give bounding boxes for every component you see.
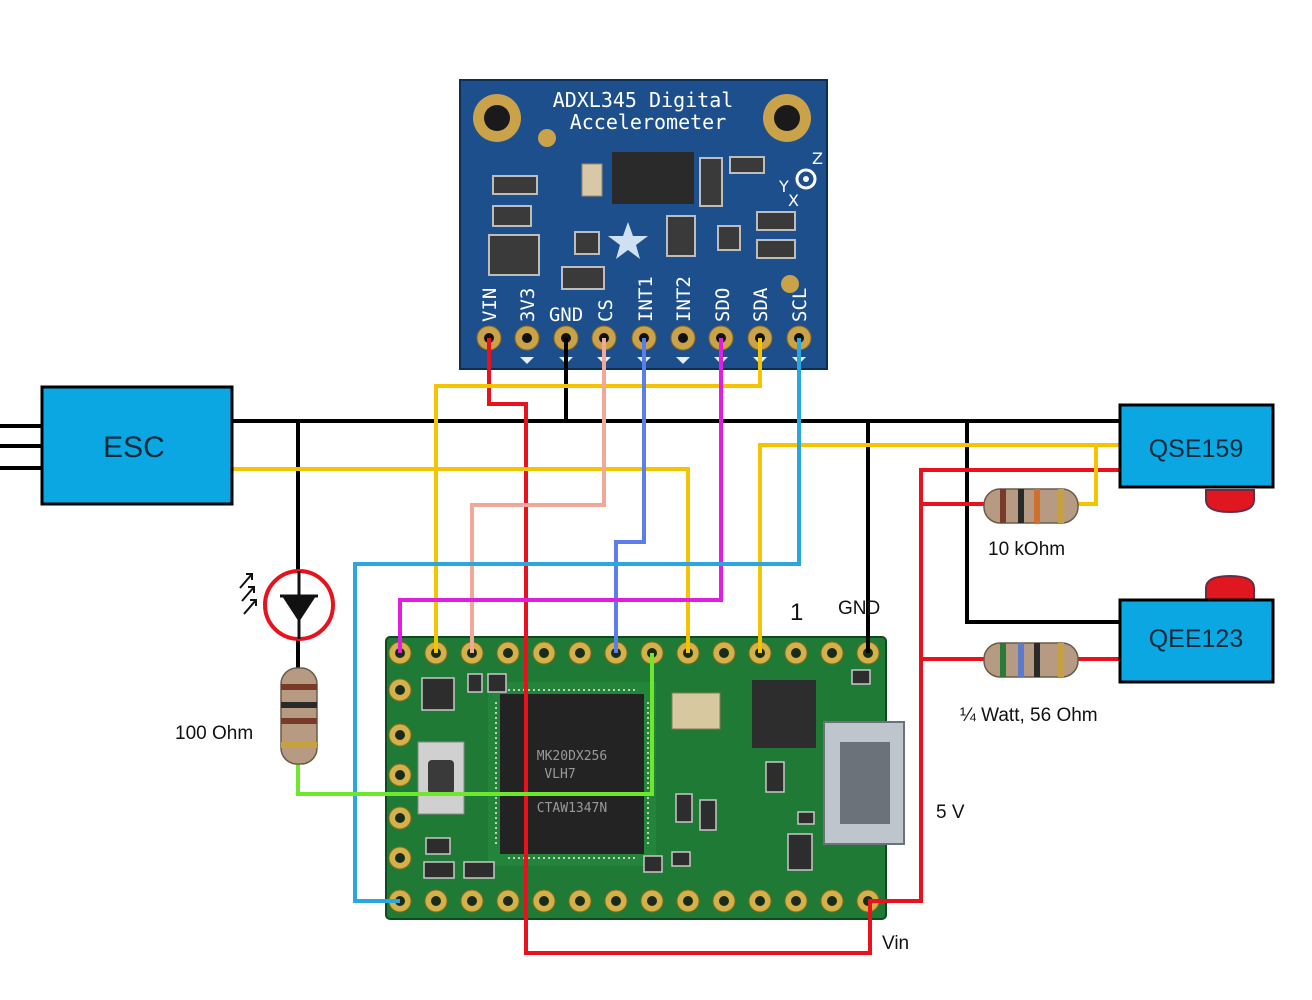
- gnd-label: GND: [838, 598, 880, 619]
- teensy-board: MK20DX256 VLH7 CTAW1347N: [385, 636, 905, 920]
- star-logo-icon: [608, 222, 648, 259]
- resistor-10k: [983, 488, 1079, 524]
- five-volt-label: 5 V: [936, 802, 965, 823]
- mcu-label-line1: MK20DX256: [537, 749, 607, 764]
- pin-one-label: 1: [790, 599, 803, 626]
- int1-wire: [614, 338, 646, 653]
- pin-label-int2: INT2: [673, 276, 695, 322]
- pin-label-sda: SDA: [750, 287, 772, 322]
- adxl-chip: [612, 152, 694, 204]
- secondary-chip: [752, 680, 816, 748]
- light-arrows-icon: [239, 573, 257, 615]
- pin-label-cs: CS: [595, 299, 617, 322]
- qse159-label: QSE159: [1149, 435, 1244, 463]
- resistor-56: [983, 642, 1079, 678]
- qee123-emitter: QEE123: [1118, 574, 1275, 684]
- axis-z-icon: [795, 168, 817, 190]
- pin-label-gnd: GND: [549, 304, 583, 326]
- pin-label-int1: INT1: [635, 276, 657, 322]
- resistor-100-label: 100 Ohm: [175, 723, 253, 744]
- vin-label: Vin: [882, 933, 909, 954]
- axis-y-label: Y: [778, 177, 789, 196]
- qee123-lens: [1205, 574, 1255, 601]
- sdo-wire: [398, 338, 723, 653]
- accelerometer-title-line1: ADXL345 Digital: [553, 88, 734, 112]
- axis-x-label: X: [788, 191, 799, 210]
- esc-label: ESC: [103, 431, 165, 464]
- pin-label-3v3: 3V3: [517, 288, 539, 322]
- mcu-label-line3: CTAW1347N: [537, 801, 607, 816]
- mcu-label-line2: VLH7: [544, 767, 575, 782]
- qse159-sensor: QSE159: [1118, 403, 1275, 514]
- power-wires: [487, 338, 1120, 955]
- pin-label-vin: VIN: [479, 288, 501, 322]
- scl-wire: [353, 338, 801, 903]
- adxl345-board: ADXL345 Digital Accelerometer Z Y X VIN: [459, 79, 828, 370]
- resistor-56-label: ¼ Watt, 56 Ohm: [960, 705, 1098, 726]
- qee123-label: QEE123: [1149, 625, 1244, 653]
- qse159-lens: [1205, 489, 1255, 514]
- esc-module: ESC: [40, 385, 234, 506]
- resistor-100: [280, 667, 318, 765]
- cs-wire: [470, 338, 606, 653]
- crystal: [671, 692, 721, 730]
- yellow-wires: [232, 338, 1120, 653]
- led: [239, 569, 335, 641]
- axis-z-label: Z: [812, 149, 823, 168]
- resistor-10k-label: 10 kOhm: [988, 539, 1065, 560]
- led-wire: [296, 653, 654, 796]
- accelerometer-title-line2: Accelerometer: [570, 110, 727, 134]
- pin-label-sdo: SDO: [712, 288, 734, 322]
- pin-label-scl: SCL: [789, 288, 811, 322]
